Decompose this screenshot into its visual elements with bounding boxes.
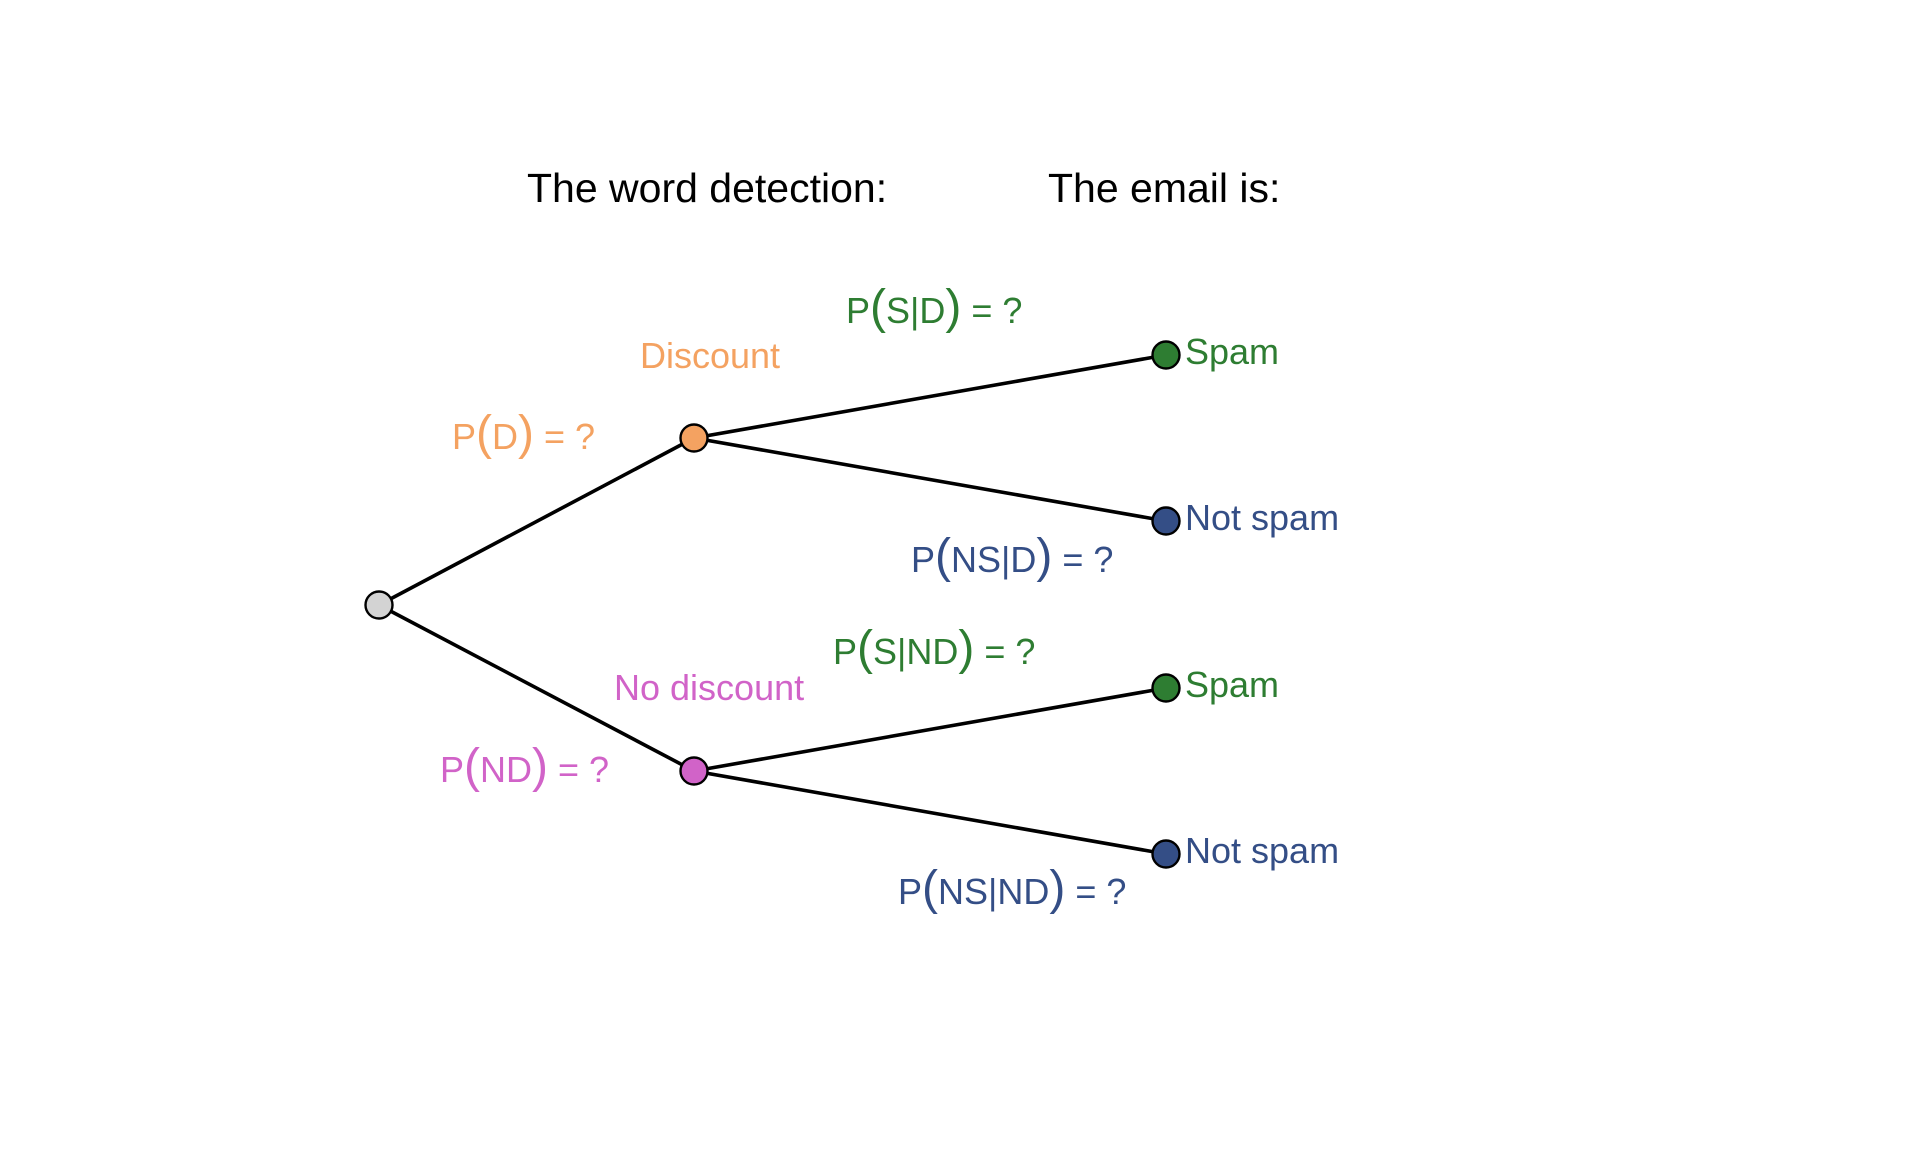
discount-label: Discount (640, 335, 780, 376)
prob-d: P(D) = ? (452, 407, 595, 460)
prob-s-given-d: P(S|D) = ? (846, 281, 1022, 334)
no-discount-label: No discount (614, 667, 804, 708)
tree-edges (378, 353, 1167, 856)
not-spam-label-no-discount: Not spam (1185, 830, 1339, 871)
not-spam-label-discount: Not spam (1185, 497, 1339, 538)
tree-nodes (364, 340, 1181, 869)
no-discount-node (679, 756, 709, 786)
edge-discount-spam (693, 353, 1167, 440)
edge-no-discount-not-spam (693, 769, 1167, 856)
prob-nd: P(ND) = ? (440, 740, 609, 793)
edge-root-discount (378, 436, 695, 607)
discount-node (679, 423, 709, 453)
edge-discount-not-spam (693, 436, 1167, 523)
spam-label-no-discount: Spam (1185, 664, 1279, 705)
prob-ns-given-d: P(NS|D) = ? (911, 530, 1113, 583)
not-spam-node-discount (1151, 506, 1181, 536)
prob-s-given-nd: P(S|ND) = ? (833, 622, 1035, 675)
spam-node-discount (1151, 340, 1181, 370)
edge-no-discount-spam (693, 686, 1167, 773)
not-spam-node-no-discount (1151, 839, 1181, 869)
root-node (364, 590, 394, 620)
spam-label-discount: Spam (1185, 331, 1279, 372)
prob-ns-given-nd: P(NS|ND) = ? (898, 862, 1126, 915)
edge-root-no-discount (378, 603, 695, 773)
header-email-is: The email is: (1048, 165, 1280, 211)
header-word-detection: The word detection: (527, 165, 887, 211)
spam-node-no-discount (1151, 673, 1181, 703)
